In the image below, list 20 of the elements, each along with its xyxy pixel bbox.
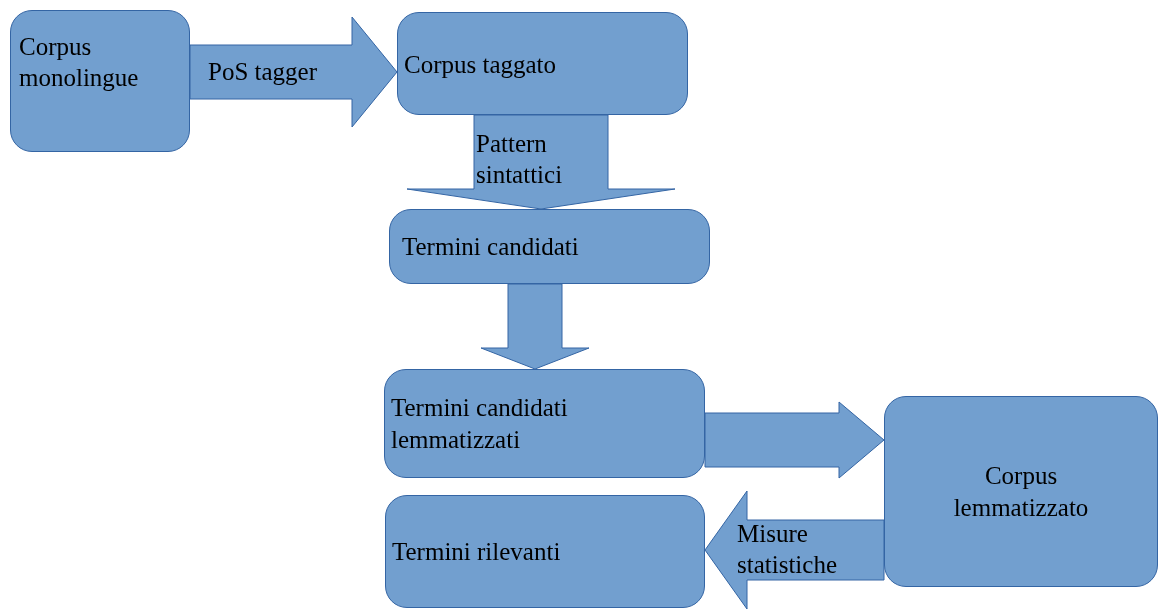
- box-label: Termini candidati lemmatizzati: [391, 393, 569, 455]
- box-label: Termini rilevanti: [392, 536, 561, 567]
- edge-label: Misure statistiche: [737, 519, 838, 581]
- edge-label: Pattern sintattici: [476, 129, 564, 191]
- process-box: [385, 495, 705, 608]
- box-label: Corpus lemmatizzato: [952, 461, 1090, 523]
- block-arrow: [704, 401, 885, 479]
- block-arrow: [704, 490, 885, 610]
- box-label: Termini candidati: [402, 231, 579, 262]
- process-box: [389, 209, 710, 284]
- process-box: [10, 10, 190, 152]
- process-box: [384, 369, 705, 478]
- process-box: [397, 12, 688, 115]
- edge-label: PoS tagger: [208, 57, 319, 87]
- block-arrow: [406, 114, 676, 210]
- box-label: Corpus monolingue: [19, 32, 140, 94]
- box-label: Corpus taggato: [404, 50, 557, 80]
- block-arrow: [189, 16, 398, 128]
- process-box: [884, 396, 1158, 587]
- block-arrow: [480, 283, 590, 370]
